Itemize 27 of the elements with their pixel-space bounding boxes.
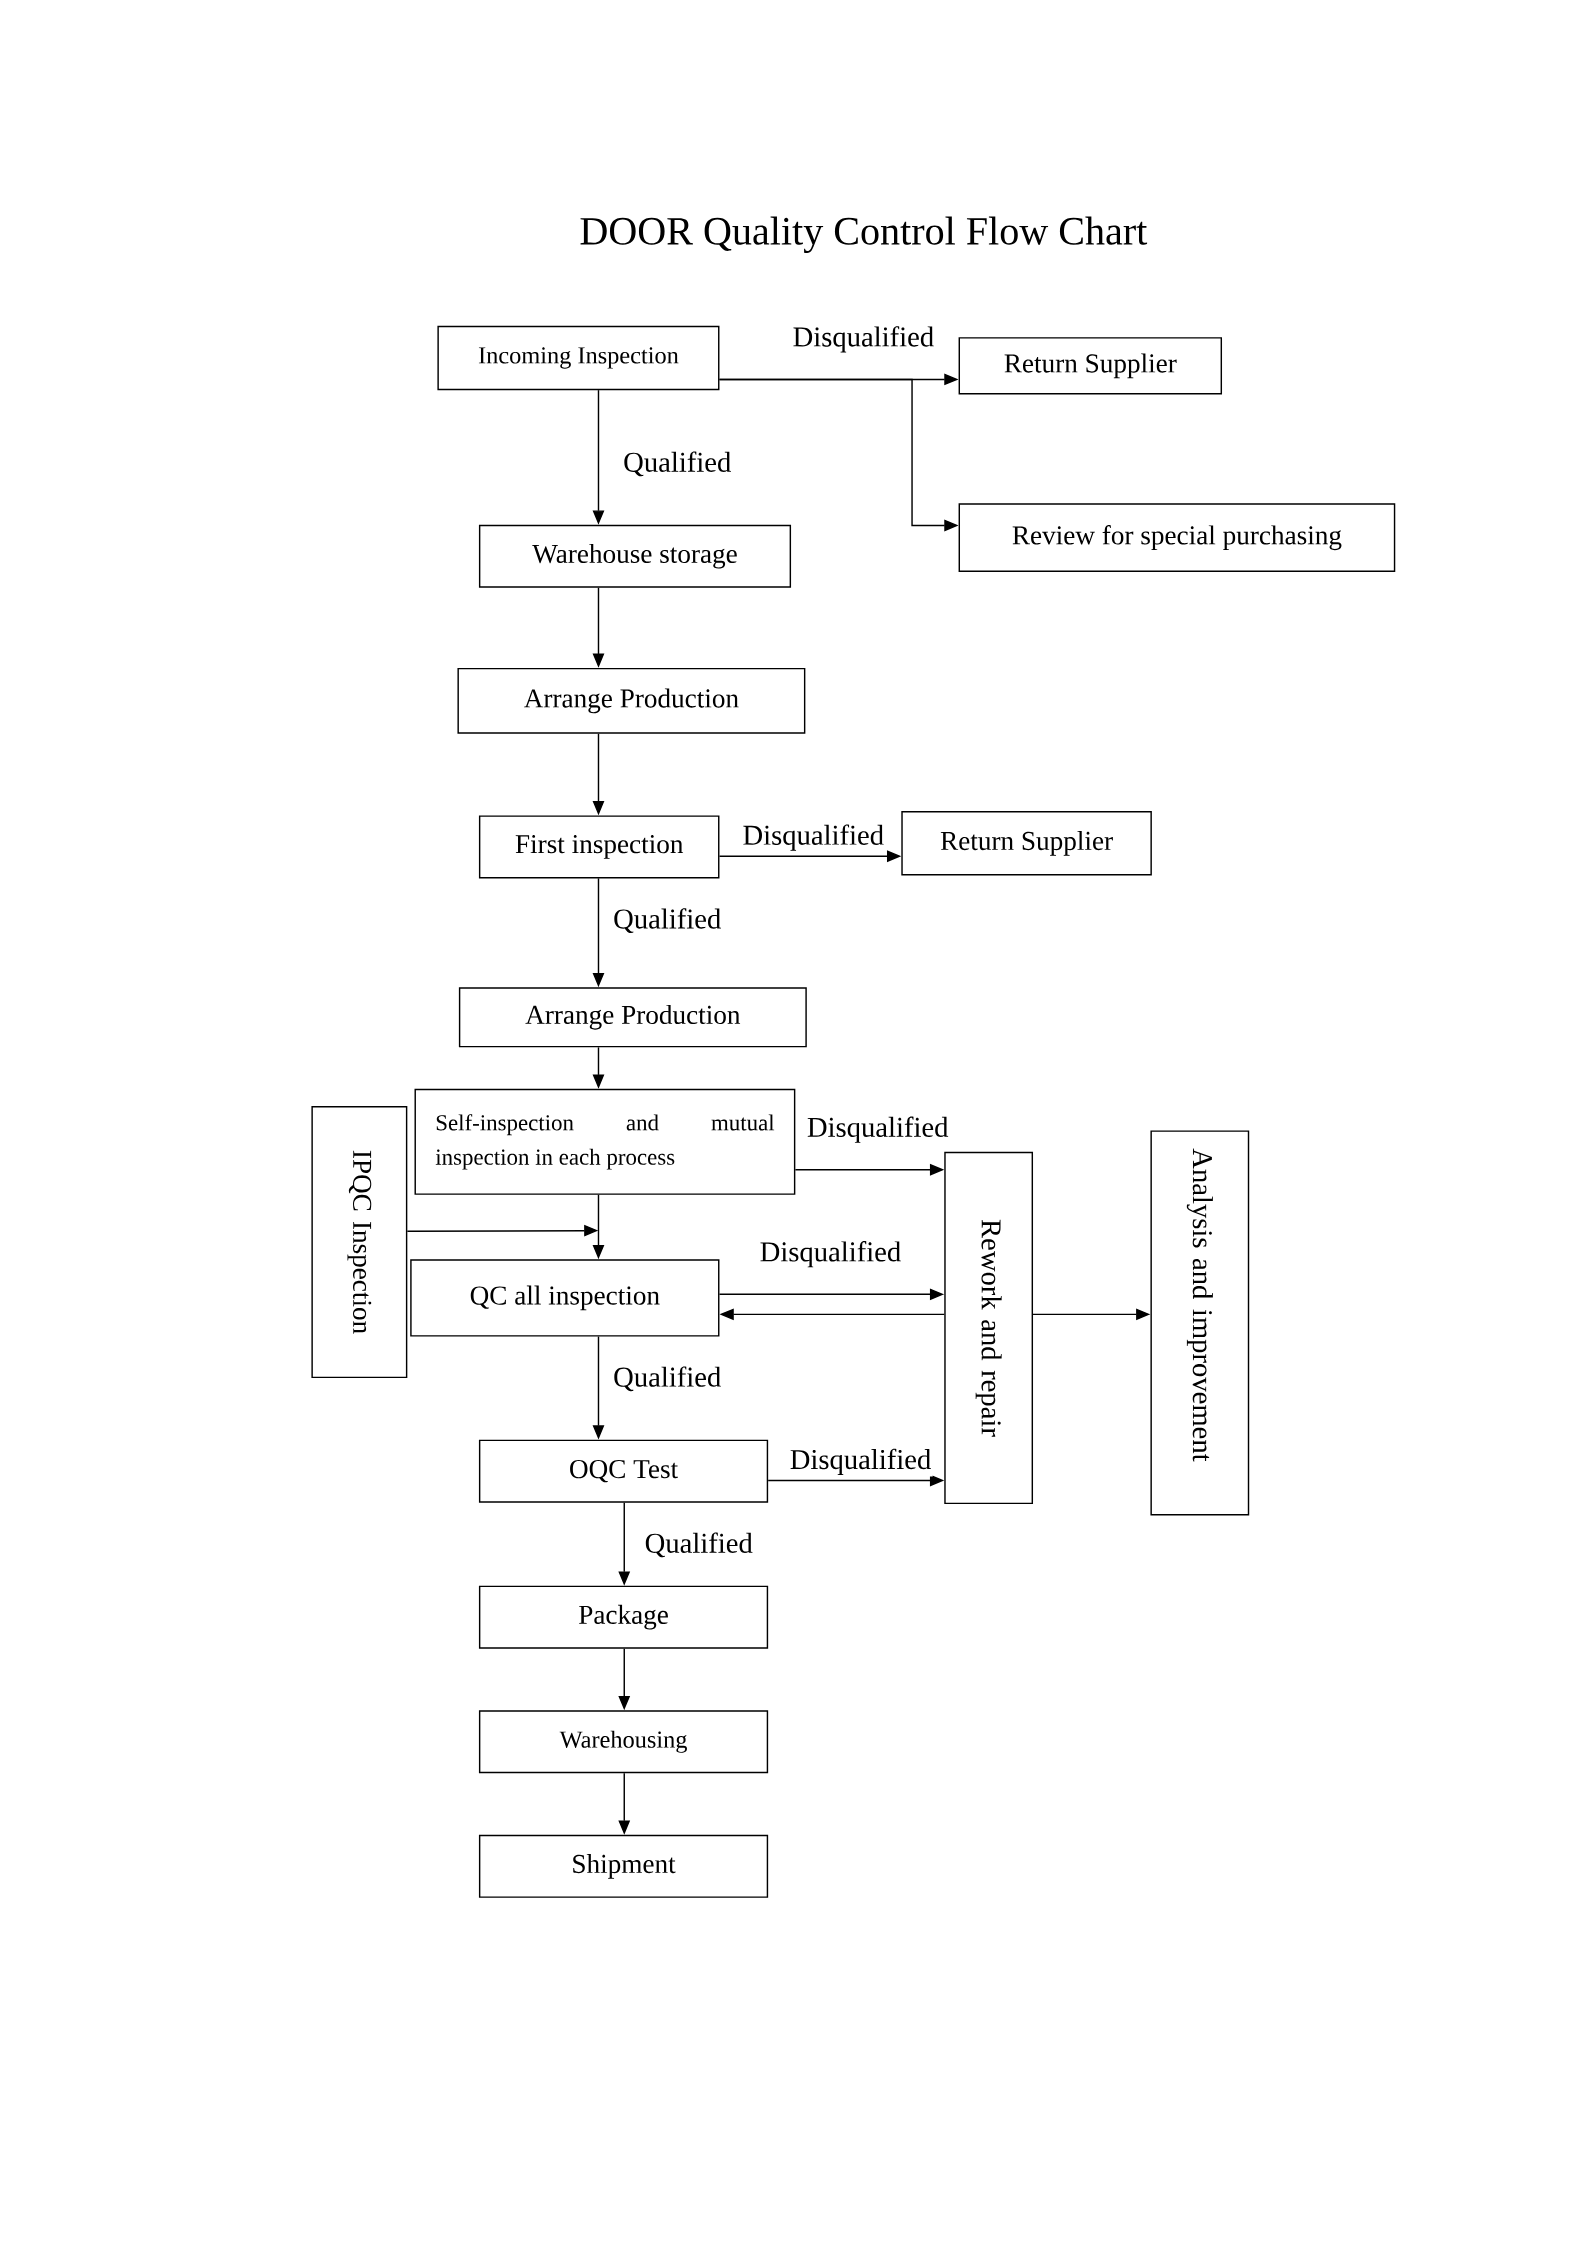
process-box: Return Supplier [901,811,1152,876]
process-box: OQC Test [478,1439,768,1503]
process-box: Arrange Production [457,667,806,734]
process-box: Self-inspection and mutual inspection in each process [414,1088,796,1195]
process-box: Shipment [478,1834,768,1898]
edge-label: Qualified [621,450,733,478]
edge-label: Disqualified [740,823,886,853]
vertical-box: IPQC Inspection [311,1106,408,1379]
process-box: Return Supplier [958,337,1222,395]
process-box: Package [478,1585,768,1649]
vertical-box: Rework and repair [944,1151,1033,1505]
process-box: Warehousing [478,1710,768,1774]
edge-label: Qualified [643,1531,754,1559]
edge-label: Qualified [611,1364,723,1393]
process-box: Review for special purchasing [958,503,1396,572]
process-box: First inspection [478,815,720,879]
vertical-box: Analysis and improvement [1150,1130,1250,1516]
chart-title: DOOR Quality Control Flow Chart [580,216,1147,254]
edge-label: Disqualified [788,1447,933,1477]
edge-label: Qualified [611,906,723,935]
edge-label: Disqualified [805,1115,950,1145]
process-box: Incoming Inspection [437,325,720,391]
process-box: Arrange Production [458,987,807,1048]
edge-label: Disqualified [758,1239,903,1269]
process-box: Warehouse storage [478,524,791,588]
process-box: QC all inspection [410,1259,720,1337]
edge-label: Disqualified [790,324,936,354]
